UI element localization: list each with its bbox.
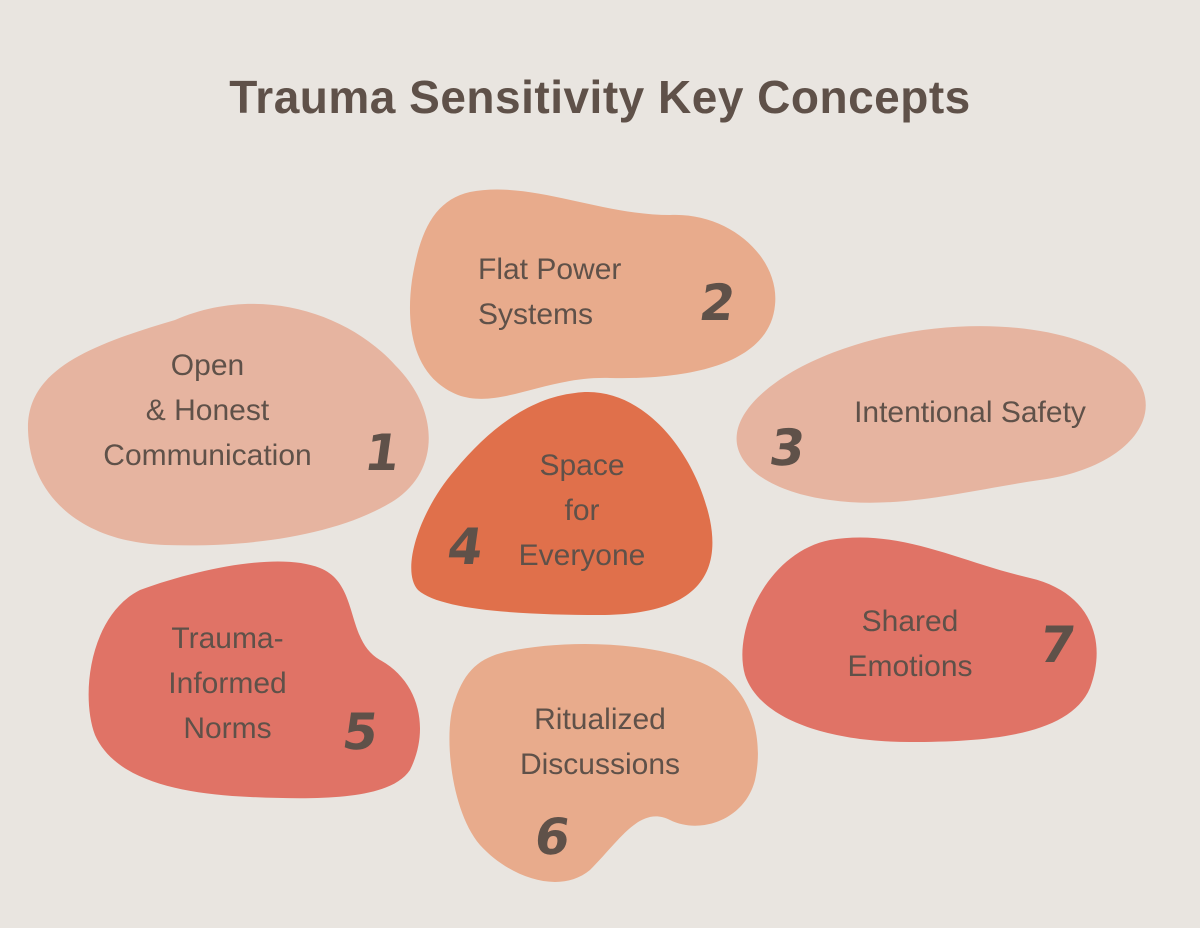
- label-line: Open: [170, 349, 245, 382]
- number-open: 1: [360, 424, 404, 482]
- label-line: Flat Power: [478, 253, 622, 286]
- number-flat: 2: [695, 274, 739, 332]
- label-line: Systems: [478, 298, 594, 331]
- blob-shared: [742, 537, 1097, 742]
- number-trauma: 5: [338, 703, 382, 761]
- label-line: Informed: [168, 667, 287, 700]
- blob-flat: [409, 189, 776, 399]
- label-intentional: Intentional Safety: [820, 390, 1120, 435]
- blob-space: [411, 392, 713, 615]
- number-ritual: 6: [530, 808, 574, 866]
- label-line: Everyone: [518, 539, 646, 572]
- label-line: Ritualized: [534, 703, 666, 736]
- label-line: Trauma-: [171, 622, 284, 655]
- blob-intentional: [736, 326, 1146, 503]
- blob-open: [27, 303, 429, 546]
- blob-trauma: [88, 561, 420, 799]
- label-line: Shared: [861, 605, 959, 638]
- label-line: Intentional Safety: [854, 396, 1086, 429]
- diagram-title: Trauma Sensitivity Key Concepts: [229, 71, 971, 123]
- label-line: & Honest: [145, 394, 270, 427]
- number-intentional: 3: [765, 419, 809, 477]
- label-line: Communication: [103, 439, 312, 472]
- number-shared: 7: [1035, 616, 1079, 674]
- label-line: Space: [539, 449, 625, 482]
- blob-ritual: [449, 643, 758, 882]
- label-line: Discussions: [519, 748, 681, 781]
- label-line: for: [564, 494, 600, 527]
- number-space: 4: [443, 518, 487, 576]
- label-line: Norms: [183, 712, 272, 745]
- label-line: Emotions: [847, 650, 973, 683]
